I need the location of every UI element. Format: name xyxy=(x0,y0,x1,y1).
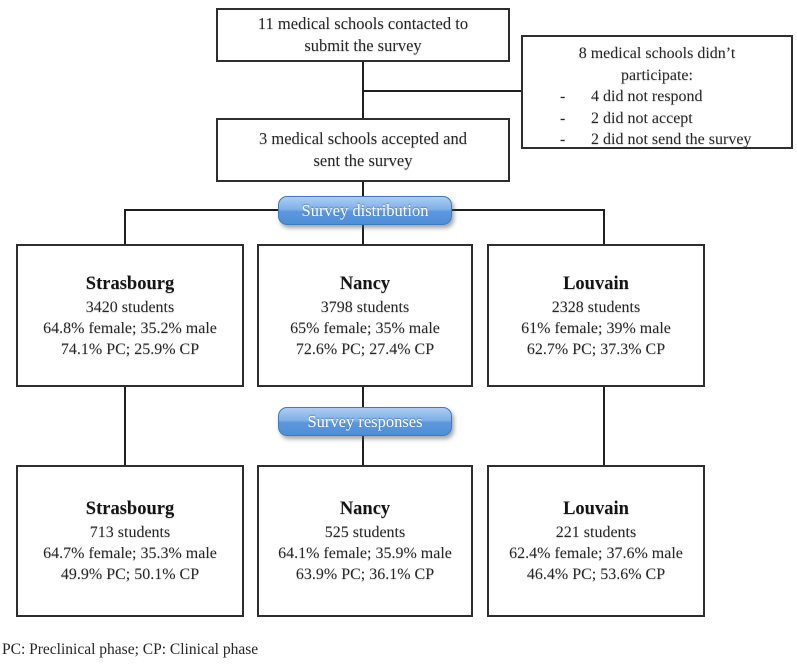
students-count: 713 students xyxy=(89,524,171,541)
students-count: 525 students xyxy=(324,524,406,541)
survey-distribution-label: Survey distribution xyxy=(278,196,452,225)
box-responses-louvain: Louvain 221 students 62.4% female; 37.6%… xyxy=(487,465,705,617)
connector-strasbourg-drop xyxy=(124,209,126,246)
box-responses-nancy: Nancy 525 students 64.1% female; 35.9% m… xyxy=(257,465,473,617)
gender-split: 64.8% female; 35.2% male xyxy=(43,319,217,337)
box-schools-accepted-line2: sent the survey xyxy=(313,151,413,170)
connector-strasbourg-response xyxy=(124,386,126,466)
bullet-text: 4 did not respond xyxy=(591,88,703,105)
phase-split: 72.6% PC; 27.4% CP xyxy=(295,340,435,358)
did-not-participate-title-line2: participate: xyxy=(621,66,693,84)
box-schools-contacted-line1: 11 medical schools contacted to xyxy=(257,14,469,33)
connector-side-horizontal xyxy=(362,90,522,92)
did-not-participate-bullet: - 2 did not accept xyxy=(523,108,791,130)
gender-split: 62.4% female; 37.6% male xyxy=(509,545,683,562)
gender-split: 64.7% female; 35.3% male xyxy=(43,545,217,562)
phase-split: 46.4% PC; 53.6% CP xyxy=(526,566,666,583)
phase-split: 74.1% PC; 25.9% CP xyxy=(60,340,200,358)
city-name: Strasbourg xyxy=(85,499,175,519)
city-name: Louvain xyxy=(563,273,629,294)
bullet-dash: - xyxy=(560,109,566,127)
bullet-text: 2 did not send the survey xyxy=(591,131,752,148)
students-count: 221 students xyxy=(555,524,637,541)
gender-split: 61% female; 39% male xyxy=(521,319,671,337)
students-count: 3798 students xyxy=(320,298,410,316)
gender-split: 64.1% female; 35.9% male xyxy=(278,545,452,562)
box-distribution-strasbourg: Strasbourg 3420 students 64.8% female; 3… xyxy=(16,244,244,387)
footnote-abbreviations: PC: Preclinical phase; CP: Clinical phas… xyxy=(2,641,259,658)
students-count: 2328 students xyxy=(551,298,641,316)
connector-louvain-drop xyxy=(603,209,605,246)
city-name: Louvain xyxy=(563,499,629,519)
box-responses-strasbourg: Strasbourg 713 students 64.7% female; 35… xyxy=(16,465,244,617)
students-count: 3420 students xyxy=(85,298,175,316)
did-not-participate-bullet: - 2 did not send the survey xyxy=(523,129,791,151)
bullet-dash: - xyxy=(560,131,566,148)
phase-split: 63.9% PC; 36.1% CP xyxy=(295,566,435,583)
box-schools-contacted-line2: submit the survey xyxy=(304,36,422,55)
did-not-participate-title-line1: 8 medical schools didn’t xyxy=(578,45,736,62)
box-schools-accepted-line1: 3 medical schools accepted and xyxy=(259,129,467,148)
gender-split: 65% female; 35% male xyxy=(290,319,440,337)
box-schools-contacted: 11 medical schools contacted to submit t… xyxy=(216,8,510,62)
box-distribution-louvain: Louvain 2328 students 61% female; 39% ma… xyxy=(487,244,705,387)
box-schools-accepted: 3 medical schools accepted and sent the … xyxy=(216,118,510,182)
phase-split: 49.9% PC; 50.1% CP xyxy=(60,566,200,583)
connector-top-vertical xyxy=(362,60,364,118)
connector-louvain-response xyxy=(603,386,605,466)
city-name: Strasbourg xyxy=(85,273,175,294)
survey-responses-label: Survey responses xyxy=(278,407,452,436)
phase-split: 62.7% PC; 37.3% CP xyxy=(526,340,666,358)
city-name: Nancy xyxy=(339,273,391,294)
did-not-participate-bullet: - 4 did not respond xyxy=(523,86,791,108)
bullet-dash: - xyxy=(560,88,566,105)
box-did-not-participate: 8 medical schools didn’t participate: - … xyxy=(521,35,793,149)
box-distribution-nancy: Nancy 3798 students 65% female; 35% male… xyxy=(257,244,473,387)
bullet-text: 2 did not accept xyxy=(591,109,693,127)
city-name: Nancy xyxy=(339,499,391,519)
